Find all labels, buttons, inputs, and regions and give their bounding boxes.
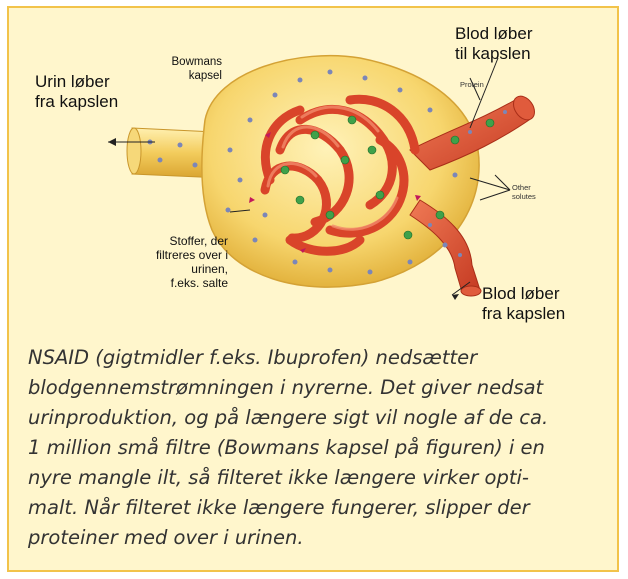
blood-outflow-label: Blod løber fra kapslen	[482, 284, 565, 324]
caption-line: blodgennemstrømningen i nyrerne. Det giv…	[28, 373, 613, 403]
filtered-line-1: Stoffer, der	[170, 234, 228, 248]
bowman-line-1: Bowmans	[172, 56, 223, 68]
filtered-substances-label: Stoffer, der filtreres over i urinen, f.…	[110, 234, 228, 291]
urine-outflow-label: Urin løber fra kapslen	[35, 72, 118, 112]
figure-caption: NSAID (gigtmidler f.eks. Ibuprofen) neds…	[28, 343, 613, 553]
caption-line: nyre mangle ilt, så filteret ikke længer…	[28, 463, 613, 493]
caption-line: urinproduktion, og på længere sigt vil n…	[28, 403, 613, 433]
other-solutes-label: Other solutes	[512, 184, 536, 202]
blood-inflow-line-1: Blod løber	[455, 24, 532, 43]
blood-inflow-label: Blod løber til kapslen	[455, 24, 532, 64]
vessel-opening	[461, 286, 481, 296]
urine-outflow-line-2: fra kapslen	[35, 92, 118, 111]
bowman-line-2: kapsel	[189, 70, 222, 82]
filtered-line-2: filtreres over i	[156, 248, 228, 262]
other-solutes-line-2: solutes	[512, 192, 536, 201]
protein-text: Protein	[460, 80, 484, 89]
caption-line: NSAID (gigtmidler f.eks. Ibuprofen) neds…	[28, 343, 613, 373]
caption-line: malt. Når filteret ikke længere fungerer…	[28, 493, 613, 523]
caption-line: 1 million små filtre (Bowmans kapsel på …	[28, 433, 613, 463]
other-solutes-line-1: Other	[512, 183, 531, 192]
blood-outflow-line-2: fra kapslen	[482, 304, 565, 323]
filtered-line-4: f.eks. salte	[171, 276, 228, 290]
urine-outflow-line-1: Urin løber	[35, 72, 110, 91]
filtered-line-3: urinen,	[191, 262, 228, 276]
blood-inflow-line-2: til kapslen	[455, 44, 531, 63]
bowman-capsule-label: Bowmans kapsel	[150, 56, 222, 83]
protein-label: Protein	[460, 81, 484, 90]
tube-opening	[127, 128, 141, 174]
caption-line: proteiner med over i urinen.	[28, 523, 613, 553]
blood-outflow-line-1: Blod løber	[482, 284, 559, 303]
